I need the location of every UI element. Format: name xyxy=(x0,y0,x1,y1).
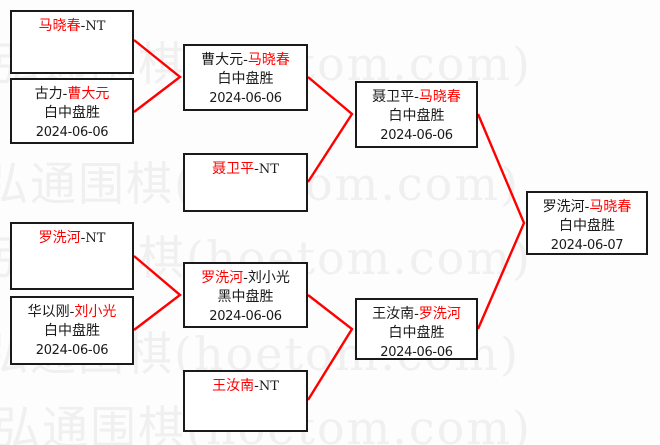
player-right: 曹大元 xyxy=(67,86,110,102)
player-left: 罗洗河 xyxy=(38,230,81,246)
match-players: 华以刚-刘小光 xyxy=(28,303,117,322)
player-separator: - xyxy=(62,86,68,102)
player-separator: - xyxy=(80,18,86,34)
player-separator: - xyxy=(584,199,590,215)
connector-c1 xyxy=(133,39,182,113)
match-result: 黑中盘胜 xyxy=(217,289,274,305)
match-date: 2024-06-06 xyxy=(380,345,453,360)
match-box-r2m4[interactable]: 王汝南-NT xyxy=(183,370,308,432)
match-players: 罗洗河-刘小光 xyxy=(201,269,290,288)
player-separator: - xyxy=(243,270,248,286)
match-players: 王汝南-NT xyxy=(212,377,279,396)
player-right: 马晓春 xyxy=(589,199,632,215)
match-result: 白中盘胜 xyxy=(44,323,100,339)
connector-c2 xyxy=(306,76,354,183)
match-players: 聂卫平-马晓春 xyxy=(372,88,461,107)
match-players: 马晓春-NT xyxy=(39,17,106,36)
player-right: NT xyxy=(85,19,106,34)
player-left: 聂卫平 xyxy=(212,161,255,177)
match-players: 古力-曹大元 xyxy=(35,85,110,104)
match-players: 王汝南-罗洗河 xyxy=(372,305,461,324)
player-left: 马晓春 xyxy=(38,18,81,34)
player-right: NT xyxy=(258,379,279,394)
connector-c3 xyxy=(133,255,182,331)
player-right: 马晓春 xyxy=(247,52,290,68)
player-separator: - xyxy=(254,161,259,177)
match-players: 罗洗河-NT xyxy=(39,229,106,248)
player-right: 马晓春 xyxy=(418,89,461,105)
match-box-r1m3[interactable]: 罗洗河-NT xyxy=(10,222,134,290)
match-result: 白中盘胜 xyxy=(217,71,274,87)
connector-c4 xyxy=(306,294,354,401)
match-box-r1m1[interactable]: 马晓春-NT xyxy=(10,10,134,74)
player-right: NT xyxy=(85,231,106,246)
match-players: 聂卫平-NT xyxy=(212,160,279,179)
match-result: 白中盘胜 xyxy=(388,325,445,341)
match-result: 白中盘胜 xyxy=(559,218,615,234)
match-players: 罗洗河-马晓春 xyxy=(543,198,632,217)
player-left: 聂卫平 xyxy=(372,89,415,105)
player-separator: - xyxy=(414,306,419,322)
match-date: 2024-06-06 xyxy=(209,91,282,106)
match-date: 2024-06-06 xyxy=(380,128,453,143)
match-date: 2024-06-06 xyxy=(35,125,109,140)
match-date: 2024-06-07 xyxy=(550,238,624,253)
player-left: 华以刚 xyxy=(27,304,70,320)
player-separator: - xyxy=(254,378,259,394)
player-right: 刘小光 xyxy=(247,270,290,286)
player-separator: - xyxy=(80,230,86,246)
player-left: 古力 xyxy=(34,86,63,102)
player-left: 王汝南 xyxy=(372,306,415,322)
player-separator: - xyxy=(69,304,75,320)
player-right: 罗洗河 xyxy=(418,306,461,322)
match-date: 2024-06-06 xyxy=(35,343,109,358)
player-left: 罗洗河 xyxy=(542,199,585,215)
match-players: 曹大元-马晓春 xyxy=(201,51,290,70)
player-right: 刘小光 xyxy=(74,304,117,320)
player-left: 王汝南 xyxy=(212,378,255,394)
player-right: NT xyxy=(258,162,279,177)
player-left: 罗洗河 xyxy=(201,270,244,286)
match-result: 白中盘胜 xyxy=(388,108,445,124)
player-separator: - xyxy=(243,52,248,68)
player-separator: - xyxy=(414,89,419,105)
connector-c5 xyxy=(476,113,526,330)
match-date: 2024-06-06 xyxy=(209,309,282,324)
match-result: 白中盘胜 xyxy=(44,105,100,121)
match-box-r2m2[interactable]: 聂卫平-NT xyxy=(183,153,308,212)
player-left: 曹大元 xyxy=(201,52,244,68)
